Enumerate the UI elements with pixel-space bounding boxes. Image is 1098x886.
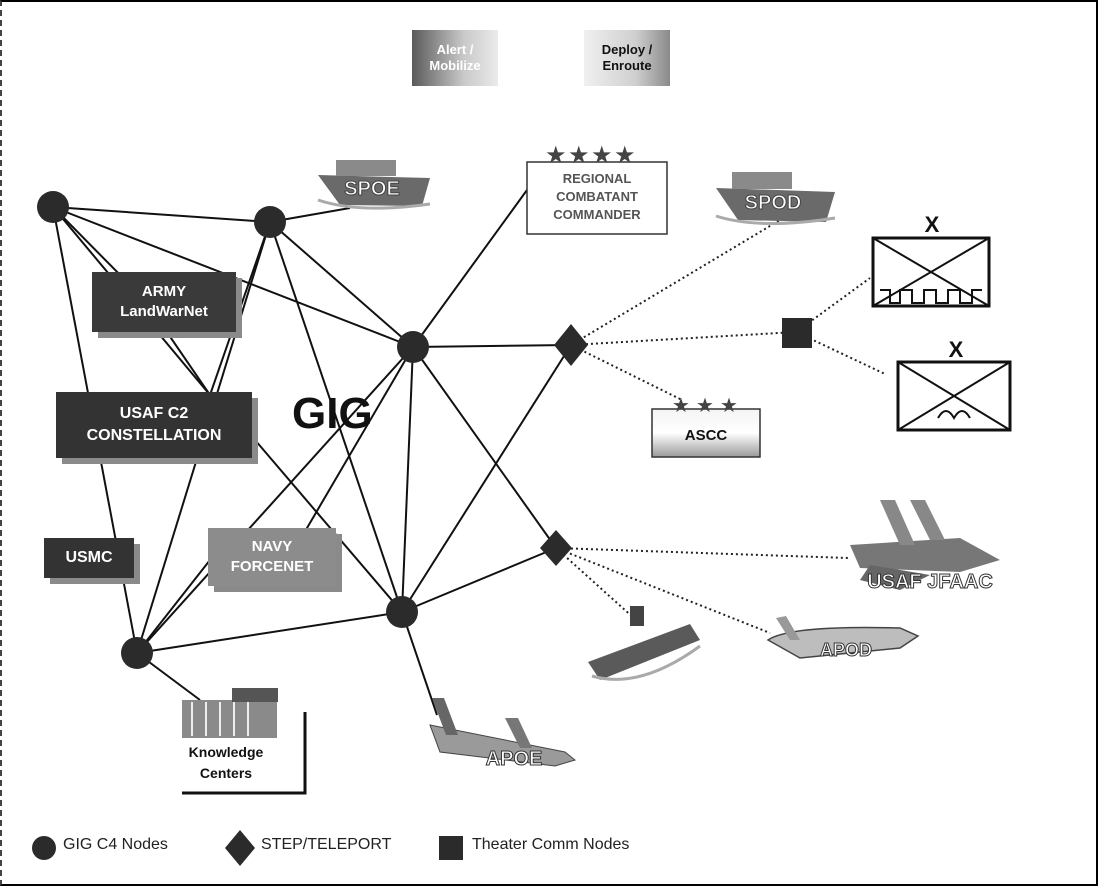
- army-line2: LandWarNet: [120, 303, 208, 320]
- spod-ship: SPOD: [715, 172, 836, 225]
- ascc-label: ASCC: [685, 427, 728, 444]
- c4-node: [397, 331, 429, 363]
- jfaac-label: USAF JFAAC: [867, 571, 993, 593]
- knowledge-centers: Knowledge Centers: [182, 688, 307, 795]
- step-nodes: [540, 324, 588, 566]
- spod-label: SPOD: [745, 192, 802, 214]
- usaf-line1: USAF C2: [119, 405, 189, 422]
- phase-alert-line1: Alert /: [436, 42, 474, 57]
- legend-c4-symbol: [32, 836, 56, 860]
- c4-nodes: [37, 191, 429, 669]
- svg-text:★: ★: [696, 395, 714, 417]
- step-diamond: [540, 530, 572, 566]
- phase-alert-line2: Mobilize: [429, 58, 481, 73]
- rcc-line1: REGIONAL: [563, 171, 632, 186]
- usmc-label: USMC: [65, 549, 113, 566]
- legend-step-symbol: [225, 830, 255, 866]
- usmc-box: USMC: [44, 538, 134, 578]
- legend-c4-label: GIG C4 Nodes: [63, 836, 168, 853]
- brigade-unit-1: X: [871, 212, 991, 308]
- svg-text:★: ★: [591, 142, 613, 169]
- legend-step-label: STEP/TELEPORT: [261, 836, 392, 853]
- rcc-stars: ★★★★: [545, 142, 636, 169]
- navy-line2: FORCENET: [230, 558, 314, 575]
- legend-theater-label: Theater Comm Nodes: [472, 836, 630, 853]
- apoe-aircraft: APOE: [429, 698, 577, 771]
- army-line1: ARMY: [141, 283, 187, 300]
- svg-text:★: ★: [614, 142, 636, 169]
- phase-alert-mobilize: Alert / Mobilize: [412, 30, 498, 86]
- phase-deploy-line1: Deploy /: [601, 42, 653, 57]
- c4-node: [37, 191, 69, 223]
- apod-aircraft: APOD: [766, 616, 920, 661]
- apod-label: APOD: [820, 640, 872, 660]
- step-diamond: [554, 324, 588, 366]
- ascc-box: ★ ★ ★ ASCC: [651, 395, 761, 458]
- c4-node: [254, 206, 286, 238]
- svg-text:★: ★: [720, 395, 738, 417]
- svg-text:★: ★: [568, 142, 590, 169]
- gig-label: GIG: [292, 389, 373, 438]
- rcc-line3: COMMANDER: [553, 207, 641, 222]
- svg-text:★: ★: [672, 395, 690, 417]
- rcc-box: ★★★★ REGIONAL COMBATANT COMMANDER: [526, 142, 668, 235]
- spoe-ship: SPOE: [317, 160, 431, 210]
- navy-line1: NAVY: [251, 538, 293, 555]
- knowledge-line2: Centers: [200, 765, 252, 781]
- legend-theater-symbol: [439, 836, 463, 860]
- phase-deploy-enroute: Deploy / Enroute: [584, 30, 670, 86]
- carrier-ship: [588, 606, 701, 681]
- rcc-line2: COMBATANT: [556, 189, 638, 204]
- spoe-label: SPOE: [344, 178, 400, 200]
- navy-forcenet-box: NAVY FORCENET: [208, 528, 336, 586]
- c4-node: [386, 596, 418, 628]
- brigade-unit-2: X: [896, 337, 1012, 432]
- knowledge-line1: Knowledge: [189, 744, 264, 760]
- army-landwarnet-box: ARMY LandWarNet: [92, 272, 236, 332]
- usaf-line2: CONSTELLATION: [86, 427, 222, 444]
- brigade-marker: X: [925, 212, 940, 237]
- brigade-marker: X: [949, 337, 964, 362]
- usaf-c2-box: USAF C2 CONSTELLATION: [56, 392, 252, 458]
- jfaac-aircraft: USAF JFAAC: [850, 500, 1000, 594]
- svg-text:★: ★: [545, 142, 567, 169]
- c4-node: [121, 637, 153, 669]
- apoe-label: APOE: [486, 748, 543, 770]
- theater-node: [782, 318, 812, 348]
- legend: [32, 830, 463, 866]
- ascc-stars: ★ ★ ★: [672, 395, 738, 417]
- phase-deploy-line2: Enroute: [602, 58, 652, 73]
